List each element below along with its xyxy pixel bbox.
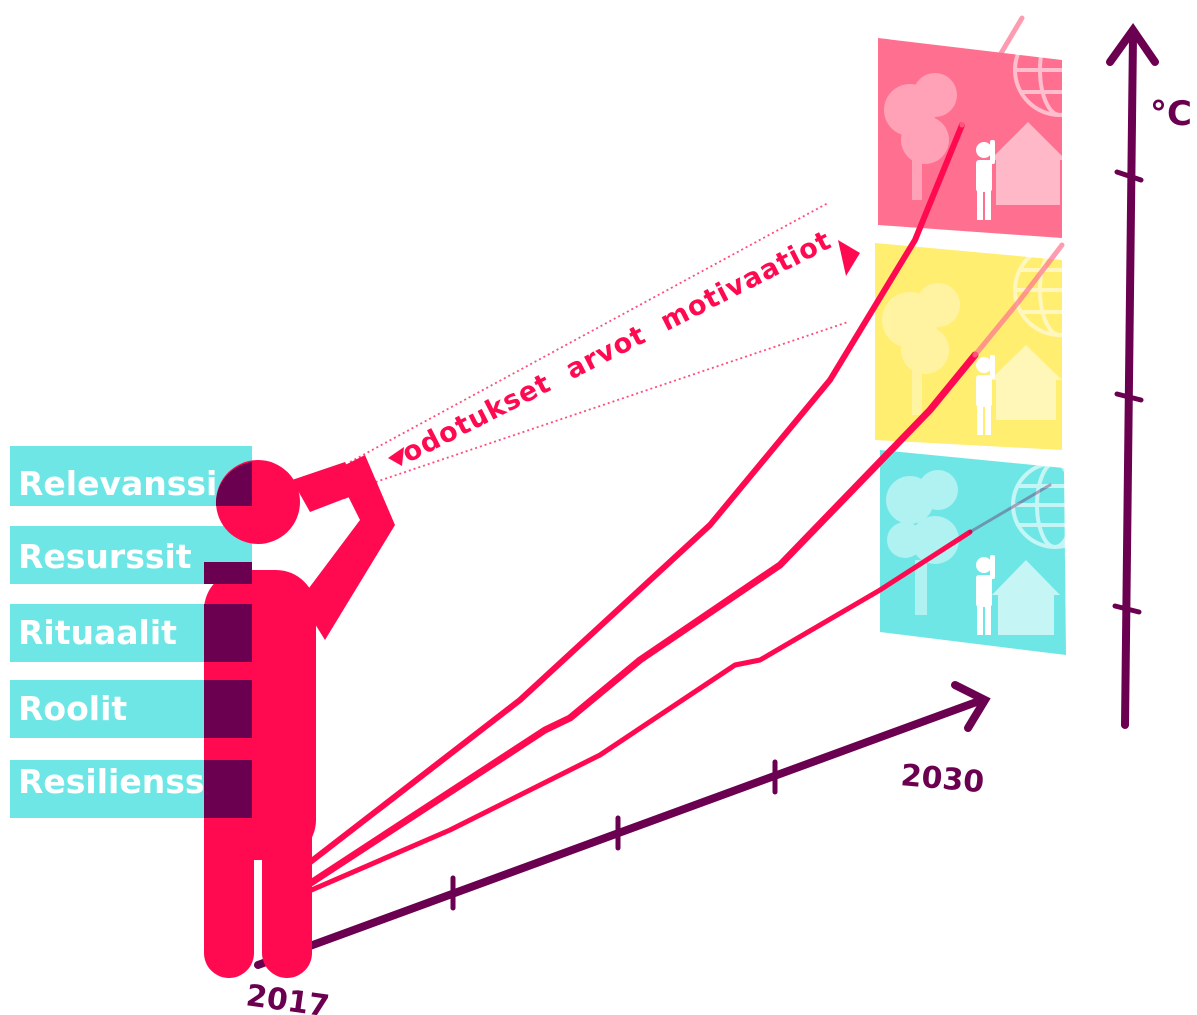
r-label-text: Rituaalit <box>18 613 177 652</box>
house-icon <box>990 345 1062 420</box>
globe-icon <box>1011 461 1099 549</box>
telescope-caption: odotukset arvot motivaatiot <box>397 225 837 469</box>
trend-line-low <box>297 529 973 898</box>
house-icon <box>990 122 1066 205</box>
tree-icon <box>882 283 960 415</box>
globe-icon <box>1013 243 1107 337</box>
y-axis <box>1106 23 1159 729</box>
person-icon <box>976 555 995 635</box>
telescope-arrow <box>388 240 860 466</box>
r-label-text: Relevanssi <box>18 464 217 503</box>
trend-line-high <box>297 122 965 873</box>
r-label-text: Resurssit <box>18 537 192 576</box>
scenario-panel-high <box>878 23 1107 238</box>
trend-line-medium-ext <box>972 242 1065 358</box>
r-label-text: Roolit <box>18 689 127 728</box>
scenario-panel-low <box>880 450 1099 655</box>
scenario-lines <box>296 15 1065 898</box>
trend-line-medium <box>296 351 979 894</box>
r-label-item: Relevanssi <box>10 446 252 506</box>
trend-line-low-ext <box>968 483 1052 534</box>
x-axis-start-label: 2017 <box>244 978 332 1015</box>
person-icon <box>976 355 995 435</box>
x-axis <box>254 681 991 969</box>
sight-lines <box>349 202 849 491</box>
tree-icon <box>886 470 959 615</box>
scenario-panel-medium <box>875 243 1107 450</box>
x-axis-end-label: 2030 <box>899 758 985 800</box>
person-with-telescope <box>204 455 395 978</box>
globe-icon <box>1013 23 1107 117</box>
trend-line-high-ext <box>959 15 1025 128</box>
tree-icon <box>884 73 957 200</box>
y-axis-unit-label: °C <box>1150 94 1192 134</box>
person-icon <box>976 140 995 220</box>
house-icon <box>992 560 1060 635</box>
r-label-text: Resilienssi <box>18 762 216 801</box>
